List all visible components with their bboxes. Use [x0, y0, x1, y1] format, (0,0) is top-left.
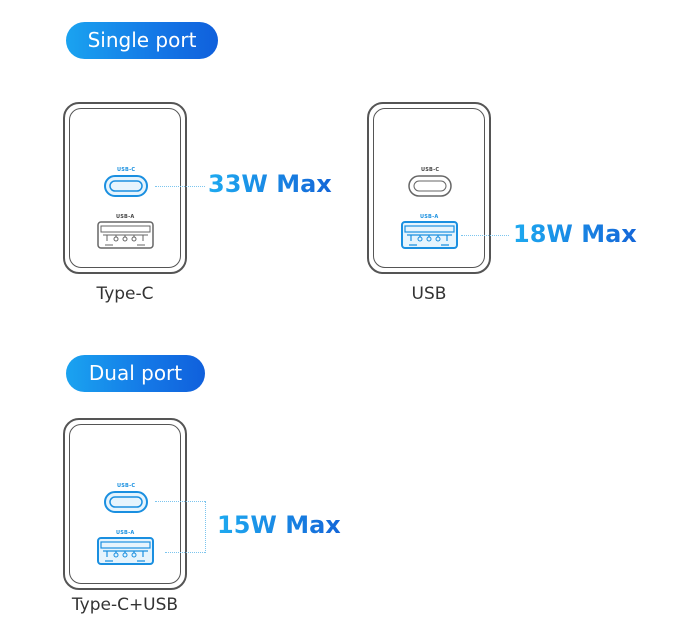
power-rating: 33W Max — [208, 170, 332, 198]
usb-c-port-icon — [408, 175, 452, 197]
usb-c-label: USB-C — [421, 167, 440, 173]
charger-caption: Type-C — [96, 284, 154, 304]
power-rating: 18W Max — [513, 220, 637, 248]
power-rating: 15W Max — [217, 511, 341, 539]
usb-a-label: USB-A — [116, 530, 135, 536]
usb-a-port-icon — [97, 537, 154, 565]
usb-a-port-icon — [97, 221, 154, 249]
section-badge-single-port: Single port — [66, 22, 218, 59]
usb-c-port-icon — [104, 175, 148, 197]
usb-c-label: USB-C — [117, 167, 136, 173]
usb-a-label: USB-A — [116, 214, 135, 220]
usb-a-label: USB-A — [420, 214, 439, 220]
connector-bracket — [205, 501, 206, 553]
section-badge-dual-port: Dual port — [66, 355, 205, 392]
connector-line — [165, 552, 205, 553]
charger-caption: USB — [411, 284, 447, 304]
connector-line — [155, 186, 205, 187]
connector-line — [155, 501, 205, 502]
connector-line — [461, 235, 509, 236]
usb-c-port-icon — [104, 491, 148, 513]
charger-caption: Type-C+USB — [71, 595, 179, 615]
usb-a-port-icon — [401, 221, 458, 249]
usb-c-label: USB-C — [117, 483, 136, 489]
